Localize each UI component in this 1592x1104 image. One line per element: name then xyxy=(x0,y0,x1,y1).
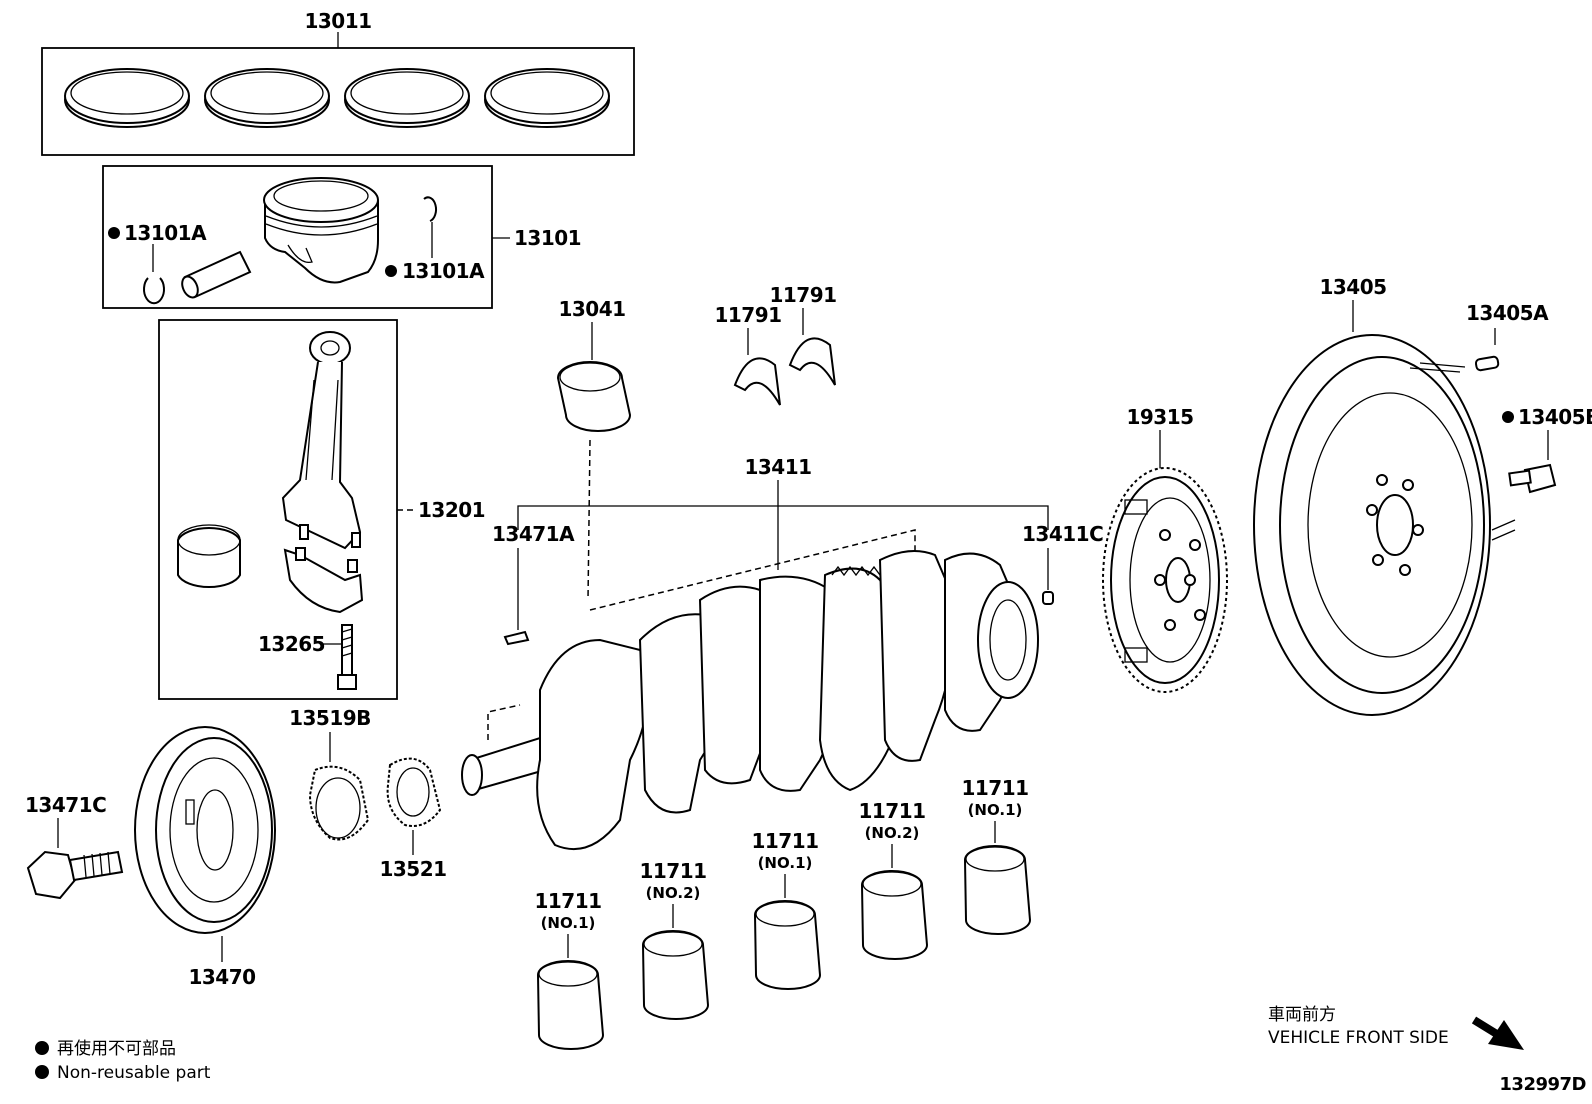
vehicle-direction: 車両前方 VEHICLE FRONT SIDE xyxy=(1268,1005,1524,1050)
snap-ring-left xyxy=(143,277,165,305)
thrust-washer-pair[interactable]: 11791 11791 xyxy=(714,283,837,406)
thrust-washer-1 xyxy=(733,357,781,406)
crank-key xyxy=(503,630,530,646)
flywheel-bolt xyxy=(1508,463,1557,494)
connecting-rod-assembly[interactable]: 13201 13265 xyxy=(158,319,486,700)
main-bearing-number: 11711 xyxy=(961,776,1028,800)
main-bearing-4[interactable]: 11711 (NO.2) xyxy=(858,799,929,960)
label-13471C: 13471C xyxy=(25,793,106,817)
label-13471A: 13471A xyxy=(492,522,575,546)
piston-ring-4 xyxy=(484,68,610,128)
main-bearing-sub: (NO.2) xyxy=(646,884,701,902)
piston-assembly[interactable]: 13101 13101A 13101A xyxy=(102,165,582,309)
piston-ring-2 xyxy=(204,68,330,128)
main-bearing-sub: (NO.1) xyxy=(758,854,813,872)
snap-ring-right xyxy=(423,196,438,222)
main-bearing-sub: (NO.2) xyxy=(865,824,920,842)
piston-ring-set[interactable]: 13011 xyxy=(41,9,635,156)
main-bearing-number: 11711 xyxy=(639,859,706,883)
main-bearing-sub: (NO.1) xyxy=(541,914,596,932)
crank-pulley-bolt[interactable]: 13471C xyxy=(25,793,124,900)
piston-ring-3 xyxy=(344,68,470,128)
legend: 再使用不可部品 Non-reusable part xyxy=(35,1038,211,1083)
label-13470: 13470 xyxy=(188,965,255,989)
piston-ring-1 xyxy=(64,68,190,128)
main-bearing-2[interactable]: 11711 (NO.2) xyxy=(639,859,710,1020)
label-13041: 13041 xyxy=(558,297,625,321)
label-13405B: 13405B xyxy=(1518,405,1592,429)
main-bearing-sub: (NO.1) xyxy=(968,801,1023,819)
label-13411: 13411 xyxy=(744,455,811,479)
direction-jp: 車両前方 xyxy=(1268,1005,1336,1025)
crankshaft-pulley[interactable]: 13470 xyxy=(134,726,276,989)
piston-pin xyxy=(181,250,252,299)
label-13011: 13011 xyxy=(304,9,371,33)
thrust-washer-2 xyxy=(788,337,836,386)
main-bearing-1[interactable]: 11711 (NO.1) xyxy=(534,889,605,1050)
rod-cap xyxy=(283,547,364,614)
non-reusable-dot xyxy=(108,227,120,239)
rod-bolt xyxy=(337,624,357,690)
rod-bearing xyxy=(177,524,241,589)
main-bearing-3[interactable]: 11711 (NO.1) xyxy=(751,829,822,990)
label-13101A-right: 13101A xyxy=(402,259,485,283)
direction-arrow-icon xyxy=(1471,1016,1524,1050)
direction-en: VEHICLE FRONT SIDE xyxy=(1268,1028,1449,1048)
non-reusable-dot xyxy=(35,1041,49,1055)
sensor-plate-13521[interactable]: 13521 xyxy=(379,757,447,881)
main-bearing-number: 11711 xyxy=(858,799,925,823)
connecting-rod xyxy=(281,331,362,550)
flywheel-ring-gear-plate[interactable]: 19315 xyxy=(1102,405,1228,693)
crank-pin xyxy=(1042,591,1054,605)
non-reusable-dot xyxy=(35,1065,49,1079)
label-13411C: 13411C xyxy=(1022,522,1103,546)
main-bearing-number: 11711 xyxy=(534,889,601,913)
crankshaft-thrust-bearing[interactable]: 13041 xyxy=(556,297,632,601)
non-reusable-dot xyxy=(385,265,397,277)
non-reusable-dot xyxy=(1502,411,1514,423)
label-13521: 13521 xyxy=(379,857,446,881)
label-13405A: 13405A xyxy=(1466,301,1549,325)
label-13201: 13201 xyxy=(418,498,485,522)
label-13519B: 13519B xyxy=(289,706,371,730)
flywheel-pin xyxy=(1474,355,1500,372)
flywheel[interactable]: 13405 13405A 13405B xyxy=(1253,275,1592,716)
label-11791-a: 11791 xyxy=(714,303,781,327)
label-19315: 19315 xyxy=(1126,405,1193,429)
diagram-id: 132997D xyxy=(1499,1074,1586,1095)
label-11791-b: 11791 xyxy=(769,283,836,307)
crankshaft-body xyxy=(461,550,1039,851)
legend-jp: 再使用不可部品 xyxy=(57,1038,176,1059)
piston xyxy=(263,177,379,284)
legend-en: Non-reusable part xyxy=(57,1063,211,1083)
label-13101: 13101 xyxy=(514,226,581,250)
label-13265: 13265 xyxy=(258,632,325,656)
label-13405: 13405 xyxy=(1319,275,1386,299)
main-bearing-number: 11711 xyxy=(751,829,818,853)
timing-gear-13519B[interactable]: 13519B xyxy=(289,706,371,841)
crankshaft[interactable]: 13411 13471A 13411C xyxy=(461,455,1104,851)
main-bearing-5[interactable]: 11711 (NO.1) xyxy=(961,776,1032,935)
label-13101A-left: 13101A xyxy=(124,221,207,245)
